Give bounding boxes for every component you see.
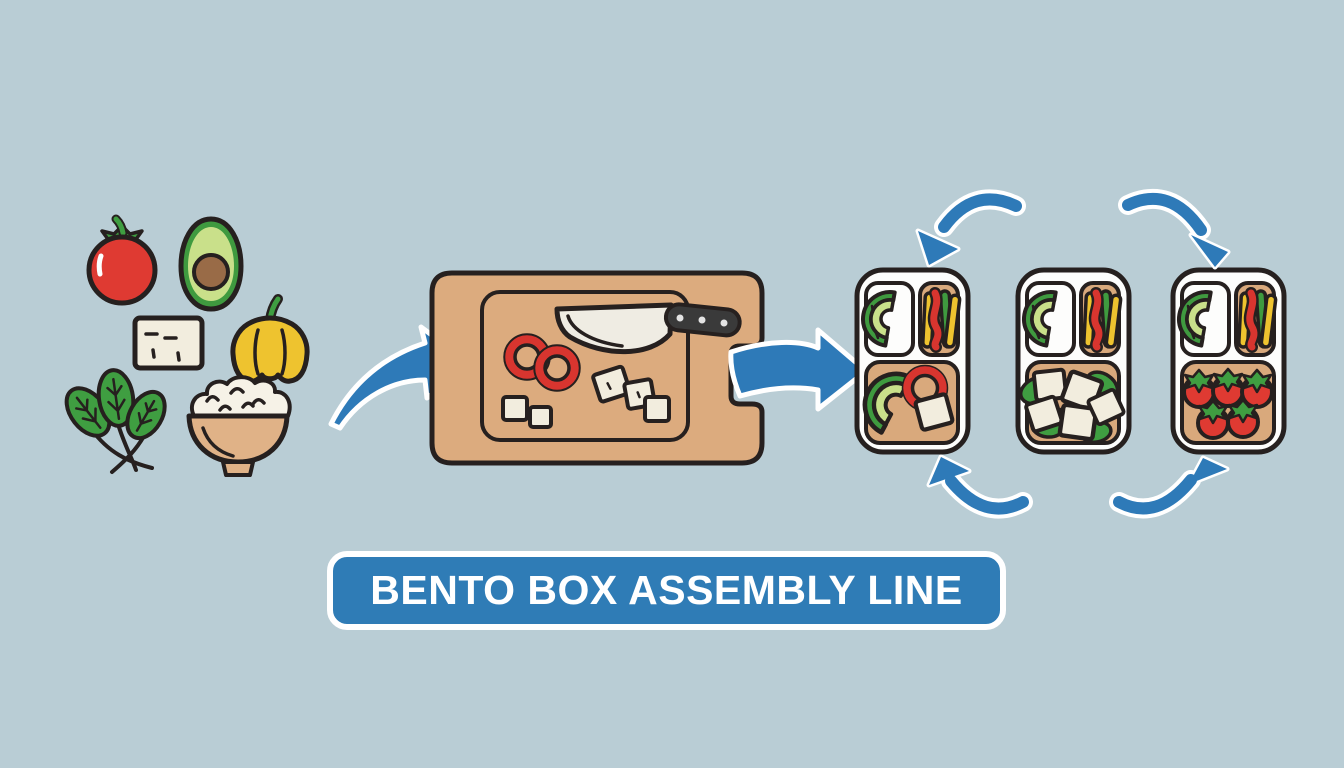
ingredients-group — [64, 214, 310, 477]
rice-bowl-icon — [186, 375, 292, 477]
chef-knife-icon — [554, 302, 742, 355]
cycle-arrow-top-right-icon — [1118, 188, 1231, 270]
cutting-board-group — [429, 270, 765, 466]
cycle-arrow-top-left-icon — [915, 189, 1026, 268]
cycle-arrow-bottom-left-icon — [926, 454, 1033, 519]
avocado-icon — [178, 216, 244, 312]
cutting-board-inner-line — [480, 290, 690, 442]
tofu-cubes-on-board — [501, 364, 671, 429]
cherry-tomatoes — [1182, 367, 1274, 440]
title-banner: BENTO BOX ASSEMBLY LINE — [327, 551, 1006, 630]
title-banner-label: BENTO BOX ASSEMBLY LINE — [370, 567, 963, 613]
bell-pepper-icon — [230, 294, 310, 384]
flow-arrow-2-icon — [728, 327, 869, 412]
tomato-icon — [86, 214, 158, 306]
bento-box-3 — [1173, 270, 1284, 452]
bento-box-1 — [854, 270, 968, 452]
tofu-block-icon — [132, 315, 205, 371]
spinach-icon — [64, 368, 167, 474]
pepper-ring-icon — [533, 344, 581, 392]
bento-box-2 — [1017, 270, 1129, 452]
cycle-arrow-bottom-right-icon — [1109, 455, 1230, 519]
